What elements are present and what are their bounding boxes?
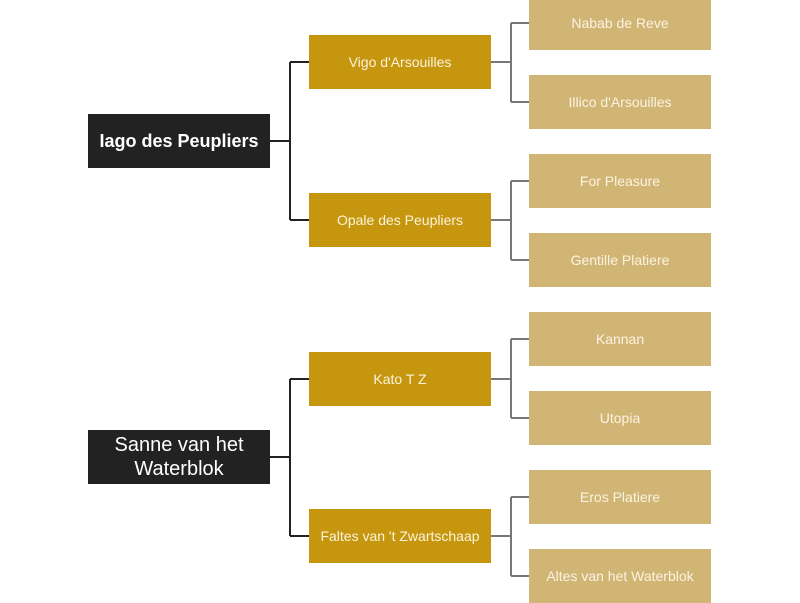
grandparent-node: Nabab de Reve bbox=[529, 0, 711, 50]
grandparent-node: Utopia bbox=[529, 391, 711, 445]
grandparent-node-label: Kannan bbox=[595, 331, 645, 347]
grandparent-node-label: Illico d'Arsouilles bbox=[568, 94, 672, 110]
parent-node: Vigo d'Arsouilles bbox=[309, 35, 491, 89]
grandparent-node-label: Altes van het Waterblok bbox=[546, 568, 694, 584]
grandparent-node: Gentille Platiere bbox=[529, 233, 711, 287]
grandparent-node-label: Gentille Platiere bbox=[570, 252, 670, 268]
grandparent-node-label: For Pleasure bbox=[579, 173, 661, 189]
parent-node: Kato T Z bbox=[309, 352, 491, 406]
parent-node: Faltes van 't Zwartschaap bbox=[309, 509, 491, 563]
parent-node-label: Vigo d'Arsouilles bbox=[348, 54, 452, 70]
root-node-label: Sanne van het Waterblok bbox=[114, 434, 244, 480]
grandparent-node-label: Eros Platiere bbox=[579, 489, 661, 505]
parent-node-label: Opale des Peupliers bbox=[336, 212, 464, 228]
grandparent-node-label: Nabab de Reve bbox=[571, 15, 669, 31]
grandparent-node: Kannan bbox=[529, 312, 711, 366]
grandparent-node: Illico d'Arsouilles bbox=[529, 75, 711, 129]
grandparent-node: Eros Platiere bbox=[529, 470, 711, 524]
parent-node-label: Kato T Z bbox=[373, 371, 427, 387]
root-node-1: Iago des Peupliers bbox=[88, 114, 270, 168]
grandparent-node-label: Utopia bbox=[599, 410, 641, 426]
parent-node-label: Faltes van 't Zwartschaap bbox=[320, 528, 480, 544]
grandparent-node: For Pleasure bbox=[529, 154, 711, 208]
grandparent-node: Altes van het Waterblok bbox=[529, 549, 711, 603]
parent-node: Opale des Peupliers bbox=[309, 193, 491, 247]
root-node-2: Sanne van het Waterblok bbox=[88, 430, 270, 484]
root-node-label: Iago des Peupliers bbox=[99, 130, 259, 151]
